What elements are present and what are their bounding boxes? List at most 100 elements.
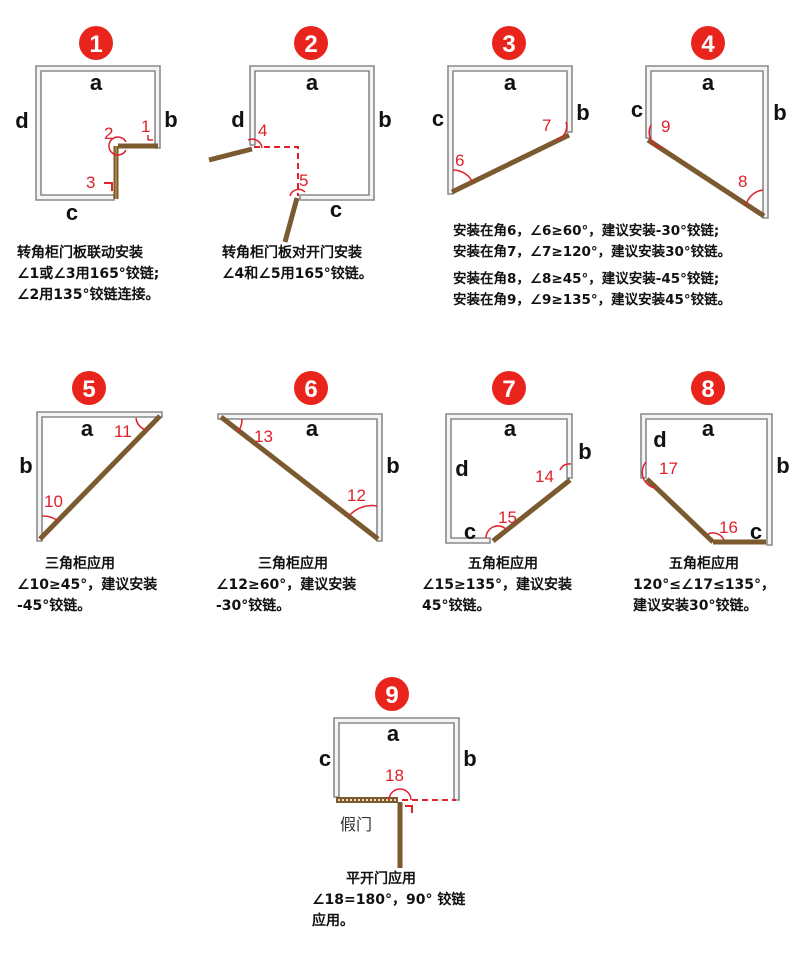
badge-2-icon [294,26,328,60]
angle-label-17: 17 [659,459,678,478]
angle-label-10: 10 [44,492,63,511]
label-d: d [15,108,28,133]
label-b: b [386,453,399,478]
cabinet-walls [35,65,161,201]
door-panel [282,197,300,243]
label-b: b [19,453,32,478]
caption-line: 三角柜应用 [258,556,328,572]
angle-arc [388,788,412,801]
angle-arc [452,169,474,184]
label-a: a [90,70,103,95]
angle-label-5: 5 [299,171,308,190]
panel-9: 9 a b c 18 假门 [319,677,477,868]
angle-arc [707,532,725,541]
open-door-dashed [254,146,299,196]
cabinet-walls [333,717,460,801]
door-panel [219,415,380,541]
angle-arc [289,188,306,197]
label-a: a [306,70,319,95]
label-b: b [773,100,786,125]
badge-7-icon [492,371,526,405]
angle-label-16: 16 [719,518,738,537]
label-d: d [231,107,244,132]
angle-arc [555,121,568,141]
label-b: b [576,100,589,125]
caption-line: -30°铰链。 [216,598,291,614]
label-c: c [432,106,444,131]
badge-2-number: 2 [304,31,317,58]
label-d: d [455,456,468,481]
caption-panel-6: 三角柜应用 ∠12≥60°，建议安装 -30°铰链。 [216,554,356,617]
panel-6: 6 a b 13 12 [217,371,400,542]
caption-line: ∠12≥60°，建议安装 [216,577,357,593]
caption-line: 45°铰链。 [422,598,491,614]
badge-3-icon [492,26,526,60]
caption-line: ∠15≥135°，建议安装 [422,577,572,593]
right-angle-mark [147,135,153,141]
label-a: a [306,416,319,441]
angle-arc [247,138,263,149]
caption-line: 应用。 [312,913,354,929]
cabinet-walls [217,413,383,542]
caption-line: 安装在角8，∠8≥45°，建议安装-45°铰链; [453,271,720,287]
badge-4-icon [691,26,725,60]
caption-line: 五角柜应用 [669,556,739,572]
caption-panel-1: 转角柜门板联动安装 ∠1或∠3用165°铰链; ∠2用135°铰链连接。 [17,243,160,306]
badge-1-number: 1 [89,31,102,58]
angle-label-18: 18 [385,766,404,785]
panel-8: 8 a b c d 17 16 [640,371,790,546]
angle-arc [641,461,656,489]
label-a: a [702,70,715,95]
caption-line: ∠18=180°，90° 铰链 [312,892,466,908]
badge-9-number: 9 [385,682,398,709]
door-panel [646,137,766,219]
caption-line: 三角柜应用 [45,556,115,572]
badge-5-icon [72,371,106,405]
angle-label-2: 2 [104,124,113,143]
right-angle-mark [405,805,413,813]
angle-arc [648,124,663,149]
caption-line: ∠10≥45°，建议安装 [17,577,158,593]
cabinet-walls [445,413,573,544]
label-a: a [504,70,517,95]
angle-label-3: 3 [86,173,95,192]
panel-7: 7 a b c d 14 15 [445,371,592,544]
caption-line: 五角柜应用 [468,556,538,572]
label-c: c [631,97,643,122]
angle-arc [745,189,764,206]
caption-line: ∠4和∠5用165°铰链。 [222,266,373,282]
caption-line: 安装在角6，∠6≥60°，建议安装-30°铰链; [453,223,720,239]
angle-label-9: 9 [661,117,670,136]
right-angle-mark [104,182,113,191]
angle-label-15: 15 [498,508,517,527]
label-a: a [387,721,400,746]
angle-arc [108,136,127,156]
caption-line: 平开门应用 [346,871,416,887]
caption-panels-3-4: 安装在角6，∠6≥60°，建议安装-30°铰链; 安装在角7，∠7≥120°，建… [453,221,731,311]
angle-arc [559,463,572,471]
angle-label-14: 14 [535,467,554,486]
angle-arc [41,515,59,522]
angle-label-6: 6 [455,151,464,170]
caption-panel-5: 三角柜应用 ∠10≥45°，建议安装 -45°铰链。 [17,554,157,617]
caption-panel-8: 五角柜应用 120°≤∠17≤135°， 建议安装30°铰链。 [633,554,775,617]
label-b: b [463,746,476,771]
badge-3-number: 3 [502,31,515,58]
label-b: b [776,453,789,478]
label-b: b [164,107,177,132]
label-c: c [330,197,342,222]
badge-1-icon [79,26,113,60]
caption-line: 安装在角7，∠7≥120°，建议安装30°铰链。 [453,244,732,260]
label-c: c [319,746,331,771]
panel-3: 3 a b c 6 7 [432,26,590,195]
panel-5: 5 a b 11 10 [19,371,163,542]
door-panel [491,478,572,543]
badge-4-number: 4 [701,31,715,58]
caption-line: ∠2用135°铰链连接。 [17,287,160,303]
door-panel [645,477,715,544]
angle-label-12: 12 [347,486,366,505]
caption-line: 转角柜门板联动安装 [17,245,143,261]
caption-panel-9: 平开门应用 ∠18=180°，90° 铰链 应用。 [312,869,465,932]
angle-arc [237,418,243,433]
